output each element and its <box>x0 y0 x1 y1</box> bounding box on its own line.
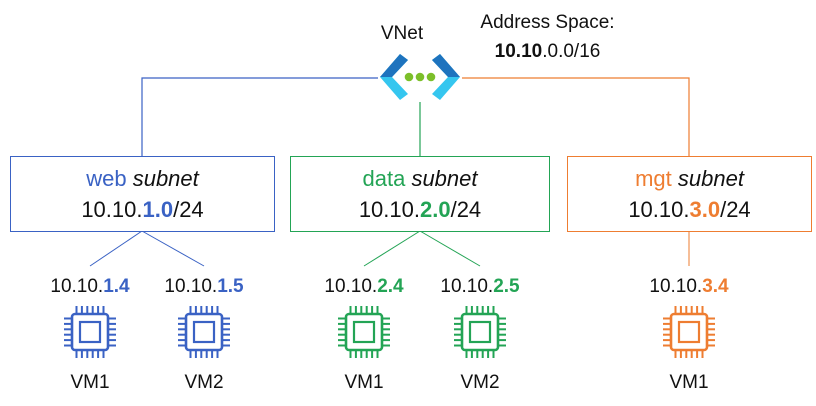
web-subnet-box: web subnet 10.10.1.0/24 <box>10 156 275 232</box>
data-subnet-title: data subnet <box>362 166 478 191</box>
data-vm2-ip: 10.10.2.5 <box>440 276 520 297</box>
web-vm2-ip: 10.10.1.5 <box>164 276 244 297</box>
address-space: Address Space: 10.10.0.0/16 <box>460 8 635 66</box>
data-vm2-chip-icon <box>454 306 506 358</box>
web-vm1-chip-icon <box>64 306 116 358</box>
web-vm1-label: VM1 <box>70 372 110 393</box>
mgt-vm1-label: VM1 <box>669 372 709 393</box>
data-subnet-box: data subnet 10.10.2.0/24 <box>290 156 550 232</box>
web-subnet-title: web subnet <box>86 166 199 191</box>
vnet-label: VNet <box>380 23 424 44</box>
data-to-vm1-line <box>363 230 421 267</box>
vnet-icon <box>380 54 460 100</box>
mgt-subnet-box: mgt subnet 10.10.3.0/24 <box>567 156 812 232</box>
data-to-vm2-line <box>419 230 481 267</box>
data-vm1-label: VM1 <box>344 372 384 393</box>
web-vm2-label: VM2 <box>184 372 224 393</box>
data-subnet-cidr: 10.10.2.0/24 <box>358 197 482 222</box>
mgt-subnet-cidr: 10.10.3.0/24 <box>628 197 751 222</box>
address-space-label: Address Space: <box>480 12 615 33</box>
mgt-subnet-title: mgt subnet <box>635 166 744 191</box>
vnet-to-mgt-line <box>462 77 690 158</box>
web-to-vm2-line <box>141 230 205 267</box>
vnet-to-web-line <box>141 77 378 158</box>
data-vm1-chip-icon <box>338 306 390 358</box>
address-space-value: 10.10.0.0/16 <box>494 41 601 62</box>
web-subnet-cidr: 10.10.1.0/24 <box>81 197 204 222</box>
data-vm2-label: VM2 <box>460 372 500 393</box>
mgt-vm1-chip-icon <box>663 306 715 358</box>
mgt-vm1-ip: 10.10.3.4 <box>649 276 729 297</box>
web-vm1-ip: 10.10.1.4 <box>50 276 130 297</box>
web-to-vm1-line <box>89 230 143 267</box>
web-vm2-chip-icon <box>178 306 230 358</box>
data-vm1-ip: 10.10.2.4 <box>324 276 404 297</box>
